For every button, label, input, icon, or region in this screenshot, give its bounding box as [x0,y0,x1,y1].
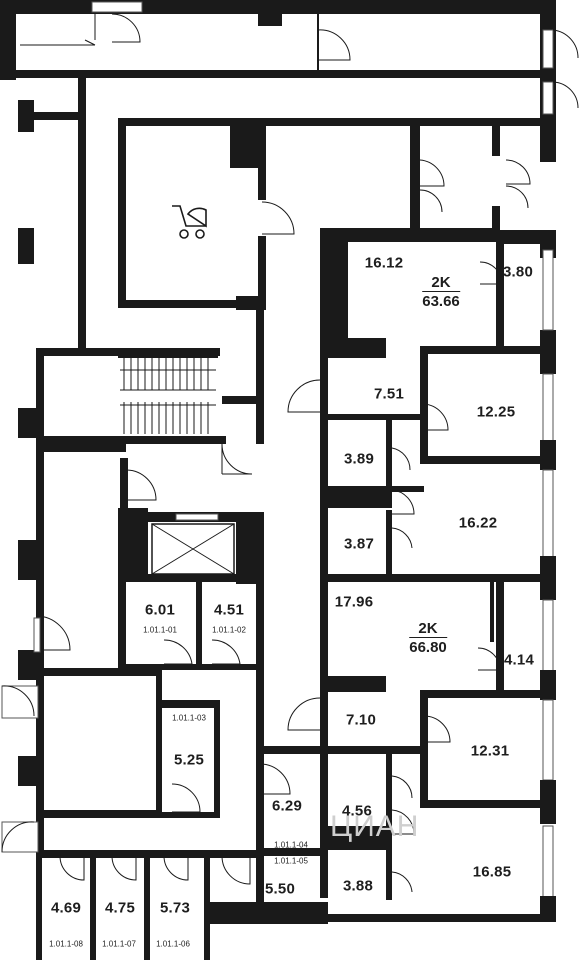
storeroom-05-code: 1.01.1-05 [274,856,308,866]
storeroom-06-code: 1.01.1-06 [156,939,190,949]
storeroom-01-code: 1.01.1-01 [143,625,177,635]
room-area-4-14: 4.14 [504,651,534,669]
room-area-3-87: 3.87 [344,535,374,553]
room-area-16-85: 16.85 [472,863,512,881]
apartment-1-type: 2K [431,274,451,291]
storeroom-04-code: 1.01.1-04 [274,840,308,850]
room-area-16-12: 16.12 [364,254,404,272]
storeroom-07-code: 1.01.1-07 [102,939,136,949]
storeroom-07-area: 4.75 [105,899,135,917]
room-area-16-22: 16.22 [458,514,498,532]
storeroom-08-code: 1.01.1-08 [49,939,83,949]
room-area-3-88: 3.88 [343,877,373,895]
apartment-1-label: 2K 63.66 [422,274,460,310]
apartment-2-area: 66.80 [409,637,447,656]
elevator-icon [151,523,235,575]
storeroom-02-area: 4.51 [214,601,244,619]
lower-left-walls [1,668,328,960]
outer-walls [0,0,556,353]
top-doors [20,1,579,115]
apartment-2-walls [287,582,556,922]
watermark: ЦИАН [330,810,420,843]
storeroom-02-code: 1.01.1-02 [212,625,246,635]
room-area-3-80: 3.80 [503,263,533,281]
storeroom-01-area: 6.01 [145,601,175,619]
apartment-1-area: 63.66 [422,291,460,310]
storeroom-03-code: 1.01.1-03 [172,713,206,723]
room-area-12-25: 12.25 [476,403,516,421]
stairs-elevator-block [18,308,264,852]
room-area-3-89: 3.89 [344,450,374,468]
storeroom-04-area: 6.29 [272,797,302,815]
storeroom-05-area: 5.50 [265,880,295,898]
apartment-2-label: 2K 66.80 [409,620,447,656]
storeroom-03-area: 5.25 [174,751,204,769]
room-area-17-96: 17.96 [334,593,374,611]
upper-walls [262,118,556,258]
room-area-7-51: 7.51 [374,385,404,403]
apartment-1-walls [287,228,556,600]
room-area-4-56: 4.56 [342,802,372,820]
room-area-12-31: 12.31 [470,742,510,760]
apartment-2-type: 2K [418,620,438,637]
stroller-room [118,118,298,310]
room-area-7-10: 7.10 [346,711,376,729]
storeroom-06-area: 5.73 [160,899,190,917]
stair-steps [120,358,216,434]
storeroom-08-area: 4.69 [51,899,81,917]
stroller-icon [172,205,207,239]
